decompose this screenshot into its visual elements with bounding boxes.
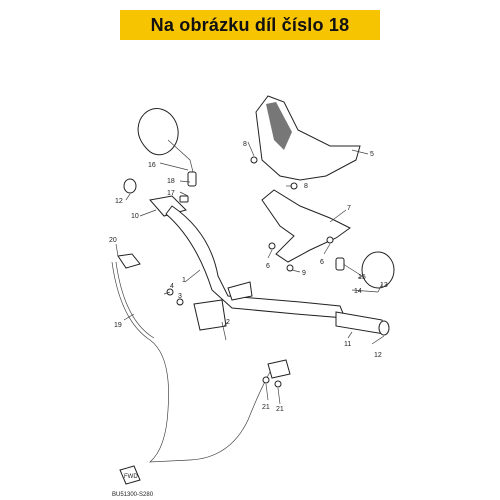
callout-21b: 21 [276,406,284,413]
callout-17: 17 [167,190,175,197]
callout-13: 13 [380,282,388,289]
forward-arrow: FWD [119,465,141,485]
callout-19: 19 [114,322,122,329]
callout-11: 11 [344,341,351,348]
callout-15: 15 [358,274,366,281]
cable-guide-screws [262,376,282,388]
callout-numbers: 1 2 3 4 5 6 6 7 8 8 9 10 11 12 12 13 14 … [109,141,388,413]
callout-8a: 8 [243,141,247,148]
callout-16: 16 [148,162,156,169]
brake-cable [111,253,291,463]
callout-21a: 21 [262,404,270,411]
part-number-banner: Na obrázku díl číslo 18 [120,10,380,40]
callout-9: 9 [302,270,306,277]
left-mirror [137,108,197,187]
callout-leaders [115,141,385,405]
callout-6b: 6 [320,259,324,266]
handlebar-lower-cover [261,189,351,263]
right-mirror [335,251,395,289]
handlebar-upper-cover [255,95,361,181]
callout-4: 4 [170,283,174,290]
right-grip [335,311,390,336]
callout-12a: 12 [115,198,123,205]
fwd-label: FWD [124,474,138,480]
callout-14: 14 [354,288,362,295]
handlebar-clamp [166,288,227,341]
cover-screws [250,156,334,272]
callout-2: 2 [226,319,230,326]
callout-10: 10 [131,213,139,220]
callout-7: 7 [347,205,351,212]
callout-6a: 6 [266,263,270,270]
drawing-code: BU51300-S280 [112,492,154,498]
callout-3: 3 [178,293,182,300]
callout-1: 1 [182,277,186,284]
callout-12b: 12 [374,352,382,359]
callout-20: 20 [109,237,117,244]
banner-text: Na obrázku díl číslo 18 [150,14,350,35]
callout-8b: 8 [304,183,308,190]
callout-18: 18 [167,178,175,185]
callout-5: 5 [370,151,374,158]
